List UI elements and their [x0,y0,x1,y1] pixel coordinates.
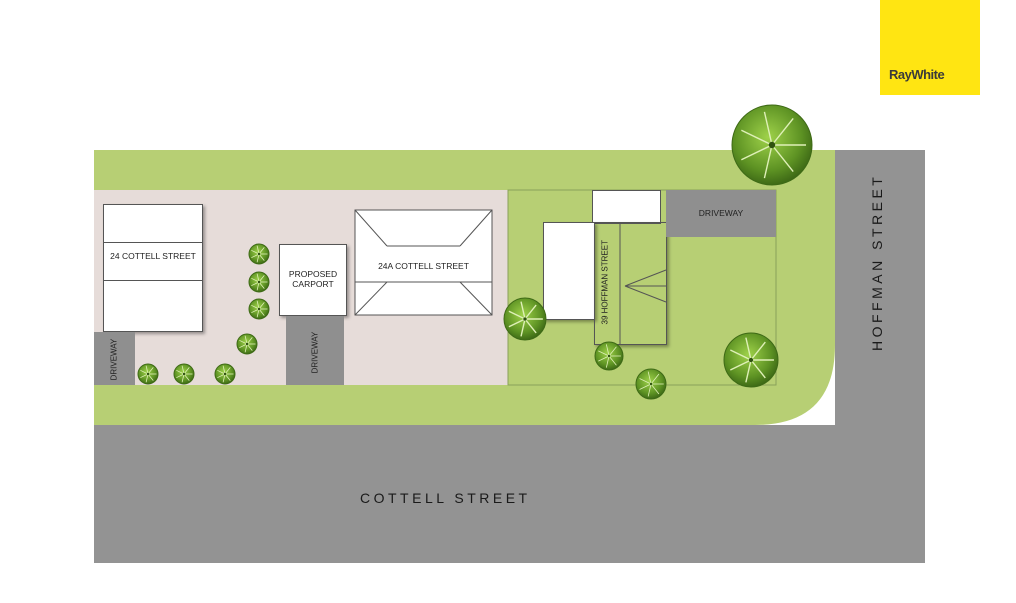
raywhite-logo: RayWhite [880,0,980,95]
label-39-hoffman: 39 HOFFMAN STREET [600,240,610,325]
label-24-cottell: 24 COTTELL STREET [110,251,196,261]
label-driveway-middle: DRIVEWAY [310,331,320,374]
building-proposed-carport [279,244,347,316]
logo-text: RayWhite [889,67,945,82]
hoffman-street-road [835,150,925,450]
label-driveway-right: DRIVEWAY [698,208,744,218]
driveway-middle [286,316,344,385]
driveway-left [94,332,135,385]
cottell-street-road [94,425,925,563]
building-39-hoffman-wing [543,222,595,320]
building-24-cottell [103,204,203,332]
street-name-cottell: COTTELL STREET [360,490,531,506]
roof-39-hoffman [619,222,667,345]
street-name-hoffman: HOFFMAN STREET [869,173,885,351]
label-driveway-left: DRIVEWAY [109,338,119,381]
roof-24a-cottell [354,209,493,316]
building-39-hoffman-rear [592,190,661,224]
label-proposed-carport: PROPOSED CARPORT [288,269,338,289]
driveway-right [666,190,776,237]
label-24a-cottell: 24A COTTELL STREET [378,261,469,271]
divider [104,280,202,281]
divider [104,242,202,243]
building-39-hoffman-main [594,222,667,345]
